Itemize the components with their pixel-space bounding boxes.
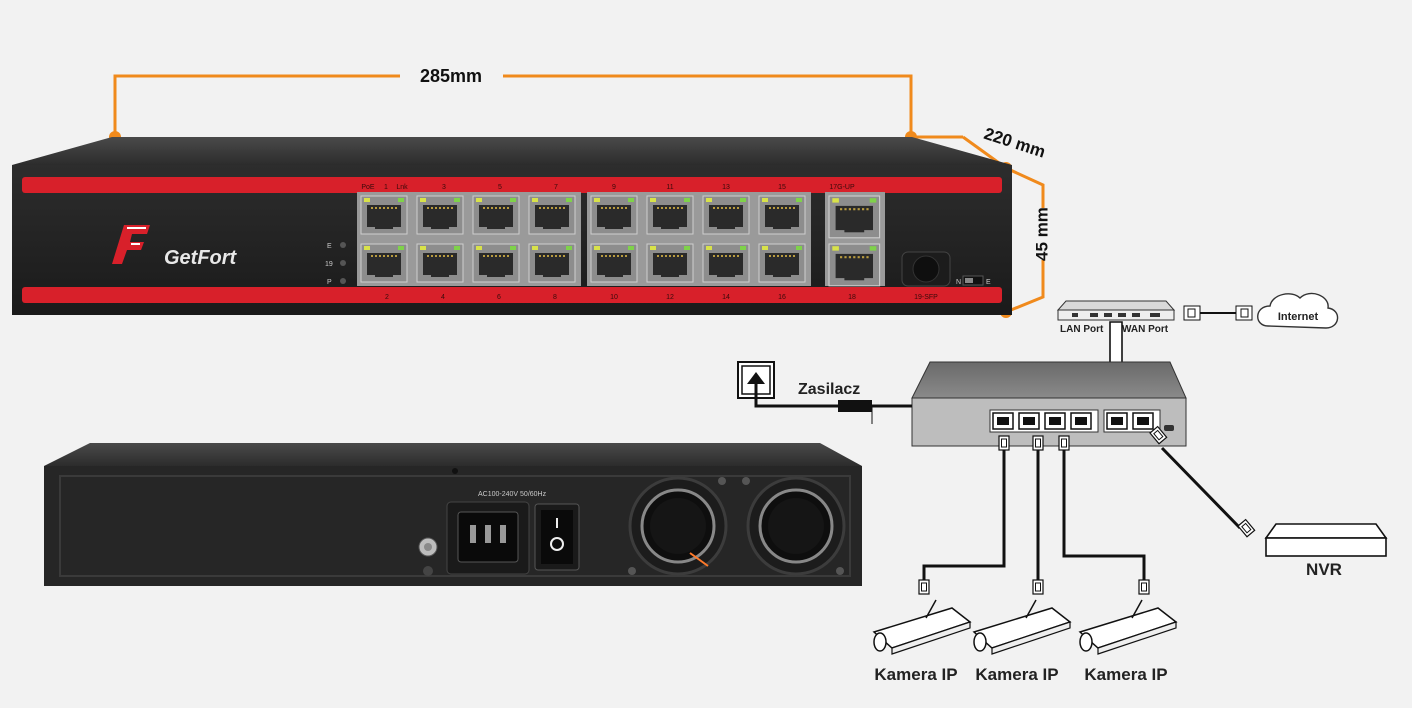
rj45-port xyxy=(528,243,576,283)
internet-label: Internet xyxy=(1278,311,1319,323)
width-dimension: 285mm xyxy=(109,66,917,143)
rj45-port xyxy=(416,243,464,283)
switch-back: AC100-240V 50/60Hz xyxy=(44,443,862,586)
port-label-top: 3 xyxy=(442,184,446,191)
port-bottom-labels: 2 4 6 8 10 12 14 16 18 19-SFP xyxy=(385,294,938,301)
camera-label-3: Kamera IP xyxy=(1084,665,1167,684)
mini-port xyxy=(1044,412,1066,430)
rj45-port xyxy=(758,243,806,283)
port-label-bottom: 16 xyxy=(778,294,786,301)
rj45-port xyxy=(528,195,576,235)
internet-link xyxy=(1183,305,1253,321)
port-label-top: PoE xyxy=(361,184,375,191)
fan-left xyxy=(628,476,728,576)
power-label: Zasilacz xyxy=(798,381,860,398)
lan-port-label: LAN Port xyxy=(1060,324,1104,335)
mini-port xyxy=(992,412,1014,430)
port-label-bottom: 10 xyxy=(610,294,618,301)
rj45-port xyxy=(416,195,464,235)
sfp-port xyxy=(901,251,951,287)
rj45-port xyxy=(702,195,750,235)
port-label-bottom: 14 xyxy=(722,294,730,301)
rj45-port xyxy=(827,242,881,287)
camera-label-2: Kamera IP xyxy=(975,665,1058,684)
camera-label-1: Kamera IP xyxy=(874,665,957,684)
port-label-top: 11 xyxy=(666,184,673,191)
fan-right xyxy=(742,476,846,576)
indicator-p-label: P xyxy=(327,279,332,286)
port-label-bottom: 8 xyxy=(553,294,557,301)
port-label-bottom: 4 xyxy=(441,294,445,301)
ground-screw xyxy=(418,537,438,576)
rj45-port xyxy=(590,195,638,235)
rj45-port xyxy=(590,243,638,283)
switch-top-face xyxy=(12,137,1012,165)
height-label: 45 mm xyxy=(1032,207,1051,261)
getfort-logo: GetFort xyxy=(112,225,238,269)
camera-links xyxy=(918,435,1150,595)
width-label: 285mm xyxy=(420,66,482,86)
red-stripe-bottom xyxy=(22,287,1002,303)
port-label-top: 9 xyxy=(612,184,616,191)
rj45-port xyxy=(360,195,408,235)
power-switch xyxy=(534,503,580,571)
port-label-bottom: 12 xyxy=(666,294,674,301)
port-top-labels: PoE 1 Lnk 3 5 7 9 11 13 15 17G-UP xyxy=(361,184,855,191)
nvr-link xyxy=(1149,425,1256,538)
brand-name: GetFort xyxy=(164,247,238,269)
camera-icon-3 xyxy=(1079,599,1177,655)
mini-port xyxy=(1018,412,1040,430)
port-label-top: 15 xyxy=(778,184,786,191)
indicator-19-label: 19 xyxy=(325,261,333,268)
psu-rating: AC100-240V 50/60Hz xyxy=(478,491,547,498)
port-label-bottom: 2 xyxy=(385,294,389,301)
mode-switch: N E xyxy=(956,275,991,286)
rj45-port xyxy=(646,243,694,283)
power-outlet-icon xyxy=(737,361,912,424)
mini-port xyxy=(1132,412,1154,430)
red-stripe-top xyxy=(22,177,1002,193)
rj45-port xyxy=(472,195,520,235)
camera-icon-2 xyxy=(973,599,1071,655)
port-label-top: 5 xyxy=(498,184,502,191)
rj45-port xyxy=(758,195,806,235)
nvr-label: NVR xyxy=(1306,560,1342,579)
port-label-top: 17G-UP xyxy=(829,184,855,191)
camera-icon-1 xyxy=(873,599,971,655)
port-label-top: 7 xyxy=(554,184,558,191)
switch-label-e: E xyxy=(986,279,991,286)
router-icon xyxy=(1056,300,1176,321)
port-label-top: 13 xyxy=(722,184,730,191)
mini-port xyxy=(1106,412,1128,430)
rj45-port xyxy=(472,243,520,283)
mini-port xyxy=(1070,412,1092,430)
switch-label-n: N xyxy=(956,279,961,286)
wan-port-label: WAN Port xyxy=(1122,324,1169,335)
port-label-bottom: 18 xyxy=(848,294,856,301)
back-top-face xyxy=(44,443,862,466)
poe-switch-icon xyxy=(911,361,1187,447)
switch-front: GetFort E 19 P PoE 1 Lnk 3 5 7 9 11 13 15 17G-UP 2… xyxy=(12,137,1012,315)
rj45-port xyxy=(702,243,750,283)
port-label-bottom: 6 xyxy=(497,294,501,301)
port-label-top: 1 xyxy=(384,184,388,191)
status-indicators: E 19 P xyxy=(325,242,346,286)
nvr-icon xyxy=(1264,523,1388,557)
rj45-port xyxy=(827,194,881,239)
port-label-top: Lnk xyxy=(396,184,408,191)
cloud-icon: Internet xyxy=(1257,292,1339,329)
indicator-e-label: E xyxy=(327,243,332,250)
rj45-port xyxy=(646,195,694,235)
port-label-bottom: 19-SFP xyxy=(914,294,938,301)
power-inlet xyxy=(446,501,530,575)
rj45-port xyxy=(360,243,408,283)
